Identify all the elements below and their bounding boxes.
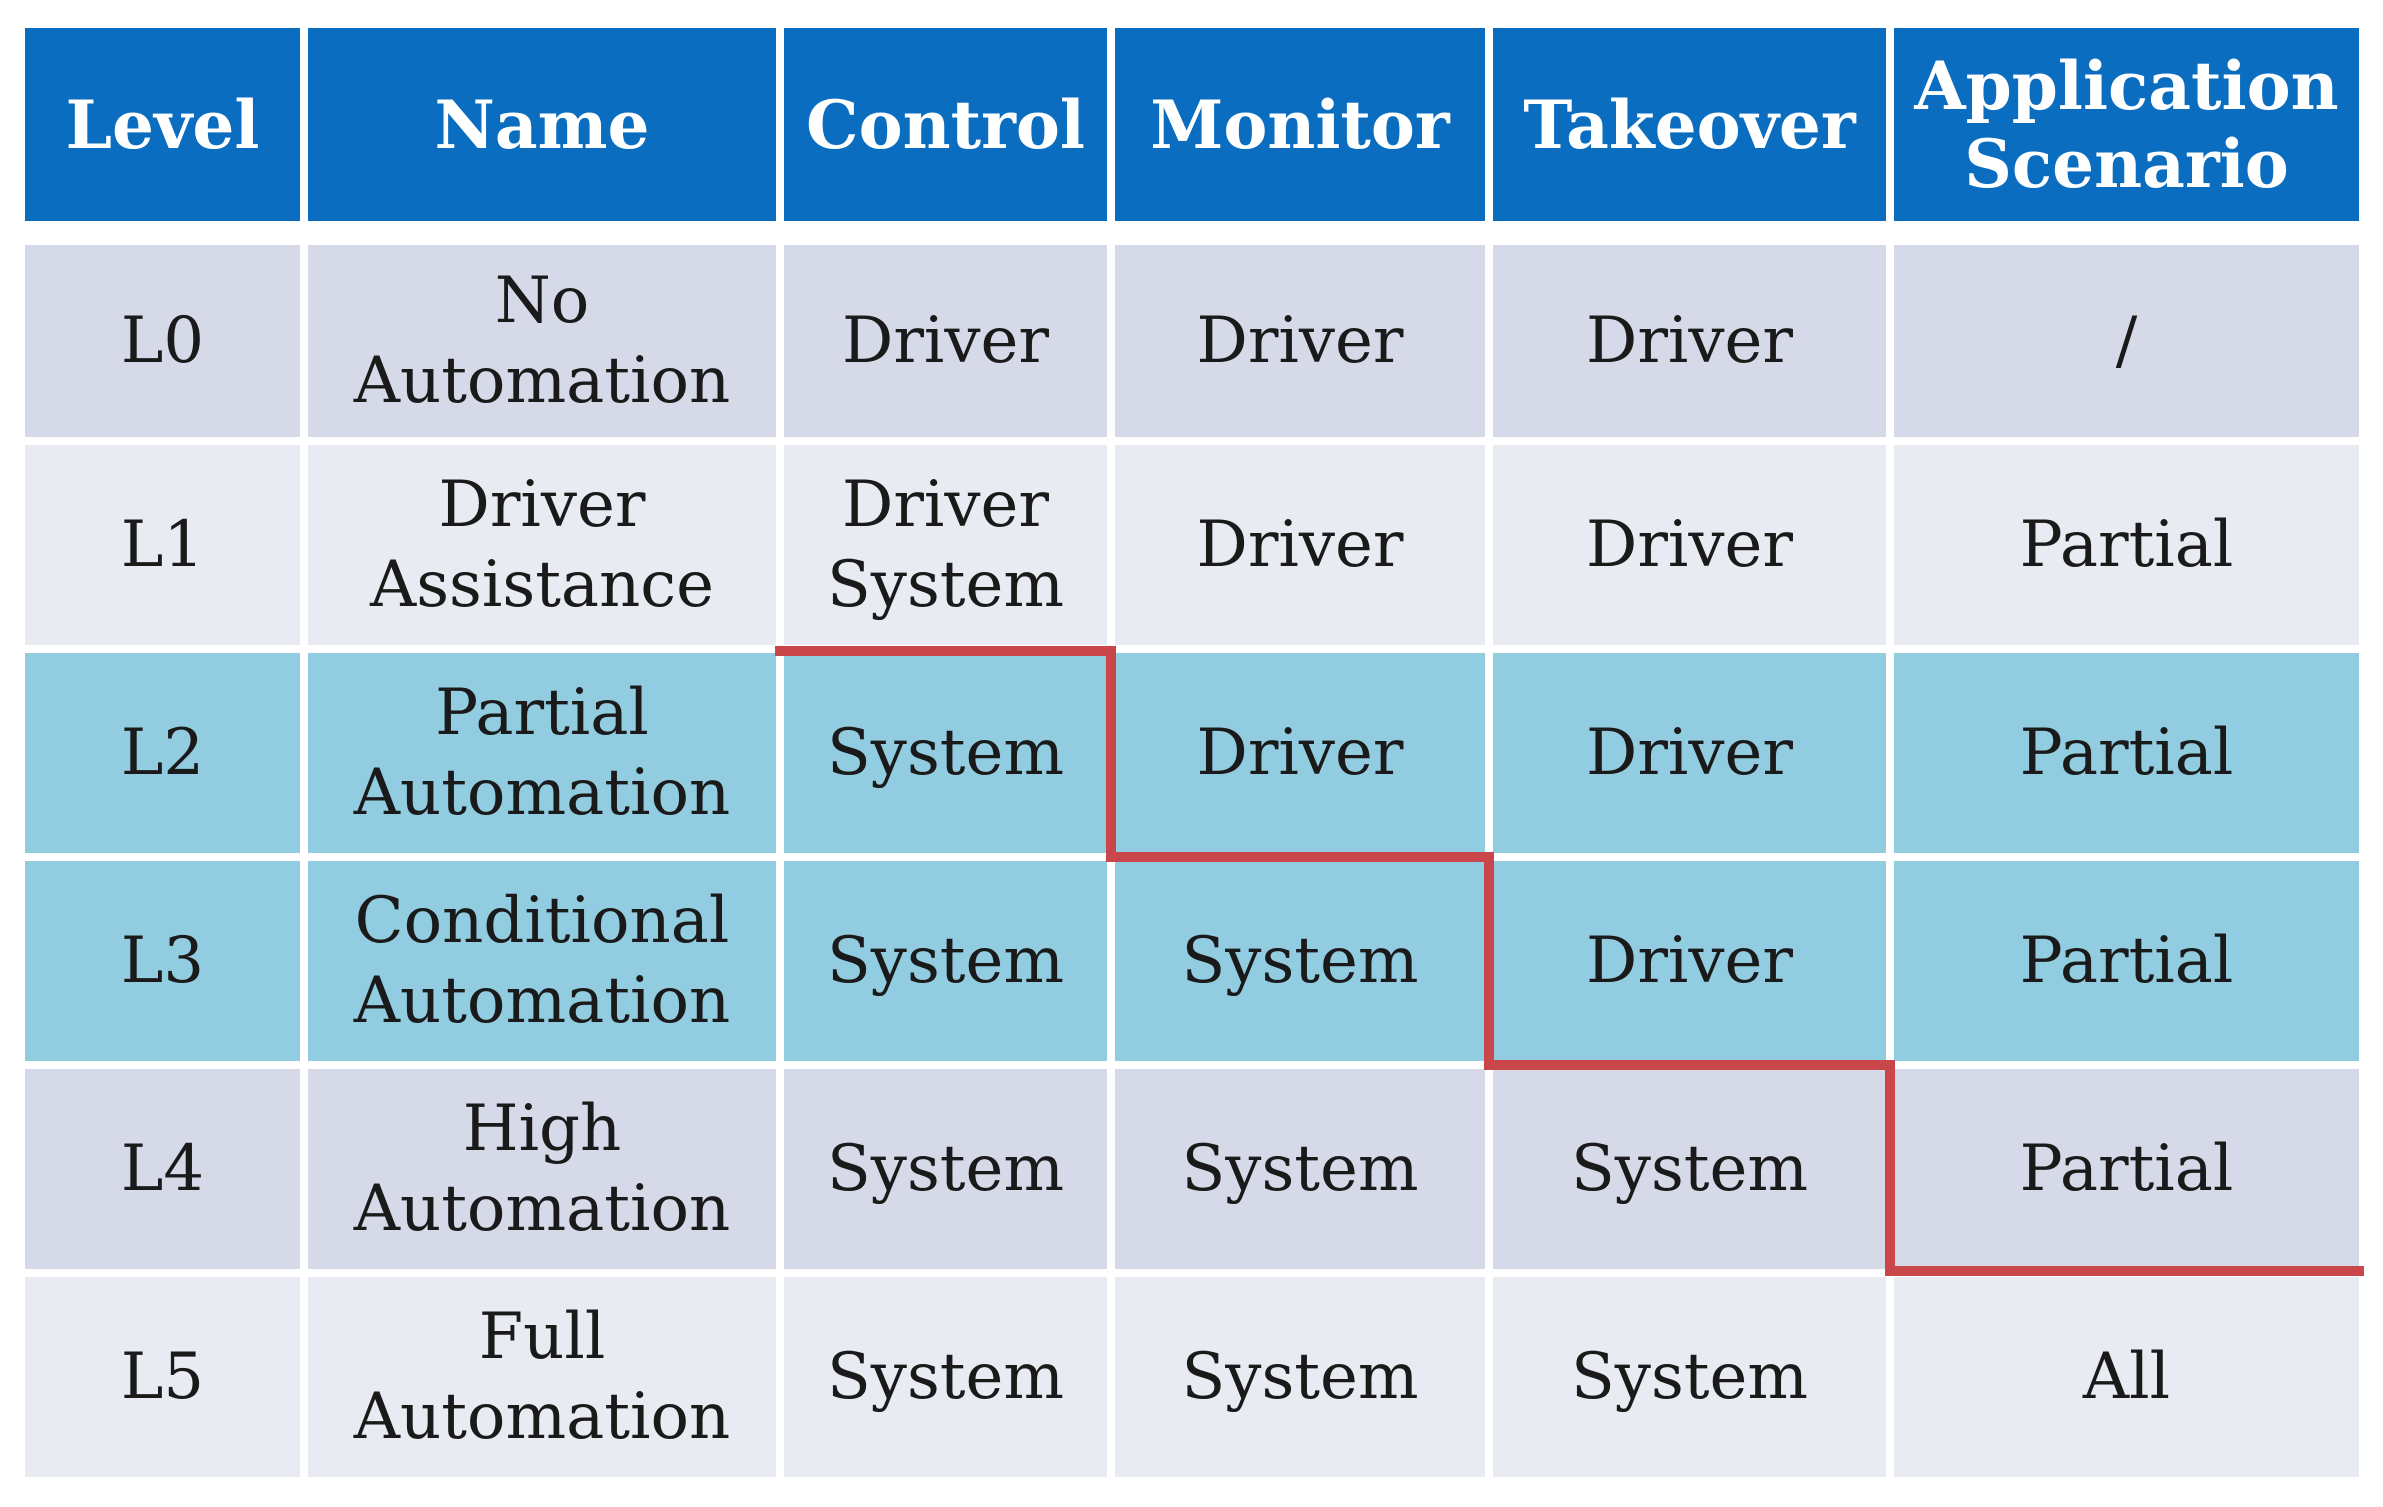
- row-l3-monitor: System: [1115, 861, 1485, 1061]
- takeover-value: Driver: [1586, 716, 1793, 790]
- header-control-text: Control: [806, 85, 1085, 164]
- header-control: Control: [784, 28, 1107, 221]
- level-label: L1: [120, 508, 205, 582]
- monitor-value: System: [1181, 924, 1419, 998]
- row-l2-name: Partial Automation: [308, 653, 776, 853]
- row-l2-monitor: Driver: [1115, 653, 1485, 853]
- row-l0-name: No Automation: [308, 245, 776, 437]
- row-l0-control: Driver: [784, 245, 1107, 437]
- name-line-1: High: [462, 1092, 622, 1166]
- row-l1-monitor: Driver: [1115, 445, 1485, 645]
- name-line-1: Full: [478, 1300, 606, 1374]
- monitor-value: System: [1181, 1340, 1419, 1414]
- header-level: Level: [25, 28, 300, 221]
- takeover-value: System: [1570, 1340, 1809, 1414]
- name-line-2: Automation: [353, 756, 731, 830]
- monitor-value: Driver: [1196, 716, 1404, 790]
- header-level-text: Level: [65, 85, 260, 164]
- row-l4-control: System: [784, 1069, 1107, 1269]
- row-l4-scenario: Partial: [1894, 1069, 2359, 1269]
- name-line-1: Conditional: [354, 884, 730, 958]
- row-l5-control: System: [784, 1277, 1107, 1477]
- control-line-1: Driver: [842, 468, 1049, 542]
- control-value: System: [826, 716, 1065, 790]
- header-monitor: Monitor: [1115, 28, 1485, 221]
- scenario-value: Partial: [2019, 508, 2234, 582]
- row-l0-takeover: Driver: [1493, 245, 1886, 437]
- row-l4-name: High Automation: [308, 1069, 776, 1269]
- row-l3-scenario: Partial: [1894, 861, 2359, 1061]
- row-l1-level: L1: [25, 445, 300, 645]
- row-l5-monitor: System: [1115, 1277, 1485, 1477]
- takeover-value: System: [1570, 1132, 1809, 1206]
- header-name-text: Name: [434, 85, 650, 164]
- row-l5-name: Full Automation: [308, 1277, 776, 1477]
- level-label: L2: [120, 716, 205, 790]
- row-l1-control: Driver System: [784, 445, 1107, 645]
- row-l5-scenario: All: [1894, 1277, 2359, 1477]
- row-l0-scenario: /: [1894, 245, 2359, 437]
- header-monitor-text: Monitor: [1150, 85, 1450, 164]
- scenario-value: Partial: [2019, 924, 2234, 998]
- header-name: Name: [308, 28, 776, 221]
- row-l3-name: Conditional Automation: [308, 861, 776, 1061]
- row-l2-scenario: Partial: [1894, 653, 2359, 853]
- monitor-value: System: [1181, 1132, 1419, 1206]
- row-l0-monitor: Driver: [1115, 245, 1485, 437]
- takeover-value: Driver: [1586, 508, 1793, 582]
- name-line-2: Automation: [353, 1172, 731, 1246]
- scenario-value: All: [2082, 1340, 2171, 1414]
- name-line-2: Assistance: [369, 548, 715, 622]
- row-l1-scenario: Partial: [1894, 445, 2359, 645]
- level-label: L0: [120, 304, 205, 378]
- header-takeover: Takeover: [1493, 28, 1886, 221]
- row-l5-takeover: System: [1493, 1277, 1886, 1477]
- takeover-value: Driver: [1586, 924, 1793, 998]
- header-takeover-text: Takeover: [1523, 85, 1856, 164]
- name-line-2: Automation: [353, 344, 731, 418]
- header-application-scenario-line-2: Scenario: [1964, 124, 2289, 203]
- row-l4-level: L4: [25, 1069, 300, 1269]
- row-l1-takeover: Driver: [1493, 445, 1886, 645]
- row-l2-level: L2: [25, 653, 300, 853]
- row-l1-name: Driver Assistance: [308, 445, 776, 645]
- control-value: System: [826, 1340, 1065, 1414]
- row-l5-level: L5: [25, 1277, 300, 1477]
- row-l2-control: System: [784, 653, 1107, 853]
- control-value: System: [826, 924, 1065, 998]
- row-l3-control: System: [784, 861, 1107, 1061]
- header-application-scenario-line-1: Application: [1914, 46, 2339, 125]
- scenario-value: Partial: [2019, 1132, 2234, 1206]
- name-line-2: Automation: [353, 964, 731, 1038]
- row-l3-level: L3: [25, 861, 300, 1061]
- header-application-scenario: Application Scenario: [1894, 28, 2359, 221]
- name-line-1: No: [494, 264, 590, 338]
- control-line-2: System: [826, 548, 1065, 622]
- control-value: Driver: [842, 304, 1049, 378]
- row-l3-takeover: Driver: [1493, 861, 1886, 1061]
- monitor-value: Driver: [1196, 304, 1404, 378]
- name-line-1: Partial: [435, 676, 649, 750]
- name-line-2: Automation: [353, 1380, 731, 1454]
- level-label: L5: [120, 1340, 205, 1414]
- row-l4-takeover: System: [1493, 1069, 1886, 1269]
- row-l2-takeover: Driver: [1493, 653, 1886, 853]
- monitor-value: Driver: [1196, 508, 1404, 582]
- level-label: L3: [120, 924, 205, 998]
- takeover-value: Driver: [1586, 304, 1793, 378]
- row-l4-monitor: System: [1115, 1069, 1485, 1269]
- level-label: L4: [120, 1132, 205, 1206]
- row-l0-level: L0: [25, 245, 300, 437]
- name-line-1: Driver: [438, 468, 646, 542]
- scenario-value: /: [2115, 304, 2138, 378]
- scenario-value: Partial: [2019, 716, 2234, 790]
- control-value: System: [826, 1132, 1065, 1206]
